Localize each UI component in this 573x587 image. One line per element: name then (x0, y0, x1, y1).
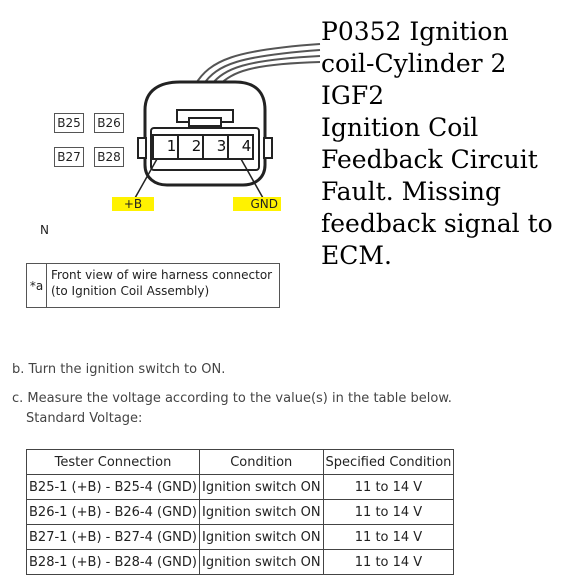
cell-condition: Ignition switch ON (198, 549, 324, 575)
pin-number-3: 3 (216, 137, 227, 155)
dtc-overlay-text: P0352 Ignition coil-Cylinder 2 IGF2 Igni… (321, 16, 571, 272)
connector-label-b28: B28 (94, 147, 124, 167)
header-specified-condition: Specified Condition (322, 449, 455, 475)
voltage-spec-table: Tester Connection Condition Specified Co… (26, 449, 455, 575)
overlay-line: IGF2 (321, 81, 385, 110)
legend-key: *a (27, 264, 47, 307)
cell-condition: Ignition switch ON (198, 474, 324, 500)
cell-tester-connection: B27-1 (+B) - B27-4 (GND) (26, 524, 200, 550)
pin-number-2: 2 (191, 137, 202, 155)
legend-box: *a Front view of wire harness connector … (26, 263, 280, 308)
step-b: b. Turn the ignition switch to ON. (12, 362, 226, 377)
cell-condition: Ignition switch ON (198, 499, 324, 525)
pin-number-1: 1 (166, 137, 177, 155)
legend-line-1: Front view of wire harness connector (51, 268, 273, 282)
pin-number-4: 4 (241, 137, 252, 155)
table-row: B25-1 (+B) - B25-4 (GND) Ignition switch… (26, 474, 455, 500)
gnd-label: GND (233, 197, 281, 211)
n-label: N (40, 223, 49, 237)
overlay-line: coil-Cylinder 2 (321, 49, 507, 78)
table-row: B28-1 (+B) - B28-4 (GND) Ignition switch… (26, 549, 455, 575)
cell-specified-condition: 11 to 14 V (322, 549, 455, 575)
cell-condition: Ignition switch ON (198, 524, 324, 550)
cell-specified-condition: 11 to 14 V (322, 499, 455, 525)
overlay-line: Feedback Circuit (321, 145, 538, 174)
cell-tester-connection: B25-1 (+B) - B25-4 (GND) (26, 474, 200, 500)
cell-specified-condition: 11 to 14 V (322, 474, 455, 500)
standard-voltage-label: Standard Voltage: (26, 411, 143, 426)
table-header-row: Tester Connection Condition Specified Co… (26, 449, 455, 475)
header-tester-connection: Tester Connection (26, 449, 200, 475)
table-row: B27-1 (+B) - B27-4 (GND) Ignition switch… (26, 524, 455, 550)
harness-wires (194, 43, 321, 86)
overlay-line: ECM. (321, 241, 392, 270)
plus-b-label: +B (112, 197, 154, 211)
connector-label-b25: B25 (54, 113, 84, 133)
cell-specified-condition: 11 to 14 V (322, 524, 455, 550)
connector-diagram (134, 43, 321, 199)
overlay-line: P0352 Ignition (321, 17, 509, 46)
table-row: B26-1 (+B) - B26-4 (GND) Ignition switch… (26, 499, 455, 525)
step-c: c. Measure the voltage according to the … (12, 391, 452, 406)
legend-description: Front view of wire harness connector (to… (47, 264, 276, 307)
overlay-line: feedback signal to (321, 209, 553, 238)
header-condition: Condition (198, 449, 324, 475)
cell-tester-connection: B28-1 (+B) - B28-4 (GND) (26, 549, 200, 575)
overlay-line: Ignition Coil (321, 113, 479, 142)
overlay-line: Fault. Missing (321, 177, 501, 206)
cell-tester-connection: B26-1 (+B) - B26-4 (GND) (26, 499, 200, 525)
connector-label-b26: B26 (94, 113, 124, 133)
legend-line-2: (to Ignition Coil Assembly) (51, 284, 210, 298)
connector-label-b27: B27 (54, 147, 84, 167)
